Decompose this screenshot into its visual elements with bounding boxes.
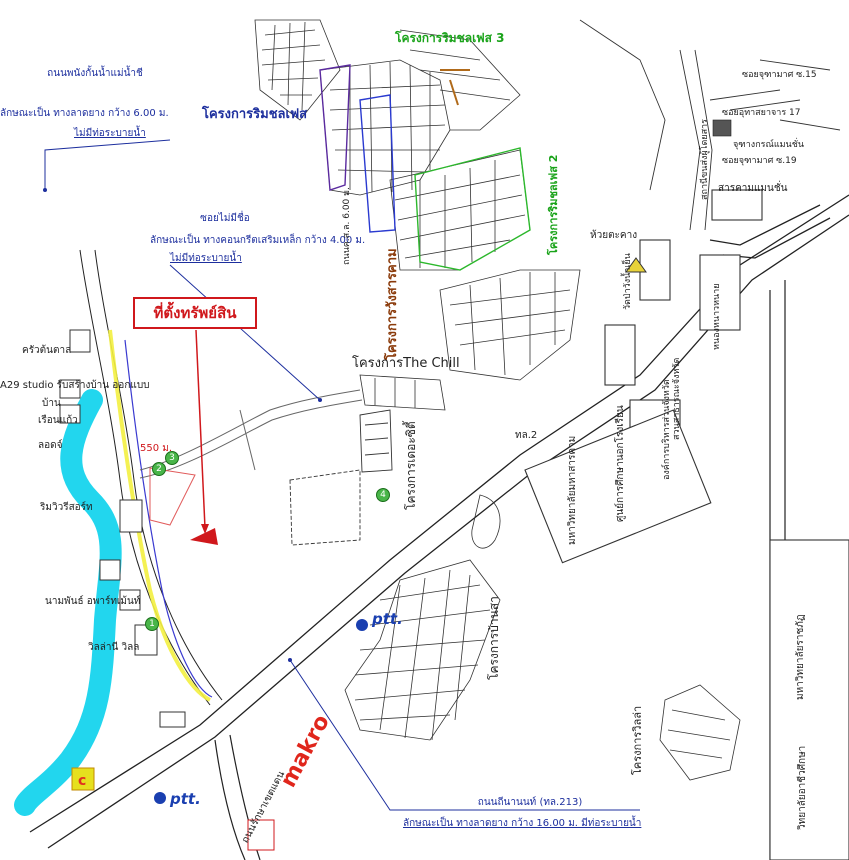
project-villa: โครงการวิลล่า xyxy=(631,705,644,775)
place-ruanthai: เรือนแก้ว xyxy=(38,415,78,426)
brand-logo-c xyxy=(71,767,95,791)
ptt-logo-south: ptt. xyxy=(170,790,201,808)
road-width-label: ถนนค.ส.ล. 6.00 ม. xyxy=(342,187,352,265)
place-soi-17: ซอยอุทาสยาจาร 17 xyxy=(722,108,801,118)
property-parcel xyxy=(190,528,218,545)
place-ban: บ้าน xyxy=(42,398,61,409)
project-rimchon-2: โครงการริมชลเฟส 2 xyxy=(547,154,560,255)
soi-unnamed-desc: ลักษณะเป็น ทางคอนกรีตเสริมเหล็ก กว้าง 4.… xyxy=(150,235,366,246)
marker-4: 4 xyxy=(376,488,390,502)
place-nong: หนองหนาวหนาย xyxy=(712,283,722,351)
place-huai: ห้วยตะคาง xyxy=(590,230,638,241)
place-namphon: นามพันธ์ อพาร์ทเม้นท์ xyxy=(45,596,141,607)
place-office-sao: องค์การบริหารส่วนจังหวัด xyxy=(662,379,672,480)
place-temple: วัดป่าวังน้ำเย็น xyxy=(623,253,633,310)
project-ban-sa: โครงการบ้านสา xyxy=(487,596,501,680)
place-soi-15: ซอยจุฑามาศ ซ.15 xyxy=(742,70,817,80)
place-park: สวนสาธารณะจังหวัด xyxy=(672,357,682,440)
place-juta-mansion: จุฑางกรณ์แมนชั่น xyxy=(733,140,804,150)
ptt-logo-center: ptt. xyxy=(372,610,403,628)
place-university: มหาวิทยาลัยมหาสารคาม xyxy=(567,435,578,545)
place-rmu: มหาวิทยาลัยราชภัฏ xyxy=(795,614,806,700)
embankment-road xyxy=(79,249,223,706)
project-rimchon-3: โครงการริมชลเฟส 3 xyxy=(395,31,505,45)
property-location-callout: ที่ตั้งทรัพย์สิน xyxy=(133,297,257,329)
project-the-chill: โครงการThe Chill xyxy=(352,356,460,371)
project-wangsarakham: โครงการวังสารคาม xyxy=(385,248,400,360)
callout-arrow xyxy=(195,329,206,529)
place-vocational: วิทยาลัยอาชีวศึกษา xyxy=(797,745,808,830)
place-sarakham-mansion: สารคามแมนชั่น xyxy=(718,183,788,194)
maha-road-name: ถนนถีนานนท์ (ทล.213) xyxy=(477,797,583,808)
embankment-road-name: ถนนพนังกั้นน้ำแม่น้ำชี xyxy=(47,68,143,79)
svg-text:c: c xyxy=(78,773,86,789)
maha-road-desc: ลักษณะเป็น ทางลาดยาง กว้าง 16.00 ม. มีท่… xyxy=(403,818,642,829)
place-lodge: ลอดจ์ xyxy=(38,440,63,451)
project-the-city: โครงการเดอะซิตี้ xyxy=(404,421,418,510)
project-rimchon-big: โครงการริมชลเฟส xyxy=(202,107,308,122)
housing-grid-south xyxy=(344,494,741,781)
place-kruat: ครัวต้นตาล xyxy=(22,345,72,356)
soi-unnamed-name: ซอยไม่มีชื่อ xyxy=(200,213,250,224)
road-label-ga: ทล.2 xyxy=(515,430,538,441)
marker-2: 2 xyxy=(152,462,166,476)
embankment-road-desc: ลักษณะเป็น ทางลาดยาง กว้าง 6.00 ม. xyxy=(0,108,169,119)
place-a29-studio: A29 studio รับสร้างบ้าน ออกแบบ xyxy=(0,380,150,391)
place-soi-19: ซอยจุฑามาศ ซ.19 xyxy=(722,156,797,166)
place-school-hall: ศูนย์การศึกษานอกโรงเรียน xyxy=(615,405,626,522)
marker-3: 3 xyxy=(165,451,179,465)
distance-550: 550 ม. xyxy=(140,443,173,454)
housing-grid-north xyxy=(254,19,531,271)
river xyxy=(14,389,122,816)
place-station: สถานีขนส่งผู้โดยสาร xyxy=(700,119,710,200)
housing-grid-middle xyxy=(359,269,581,411)
soi-unnamed-drain: ไม่มีท่อระบายน้ำ xyxy=(170,253,242,264)
place-rim-resort: ริมวิวรีสอร์ท xyxy=(40,502,93,513)
embankment-road-drain: ไม่มีท่อระบายน้ำ xyxy=(74,128,146,139)
marker-1: 1 xyxy=(145,617,159,631)
place-vila: วิลล่านี วิลล xyxy=(88,642,140,653)
